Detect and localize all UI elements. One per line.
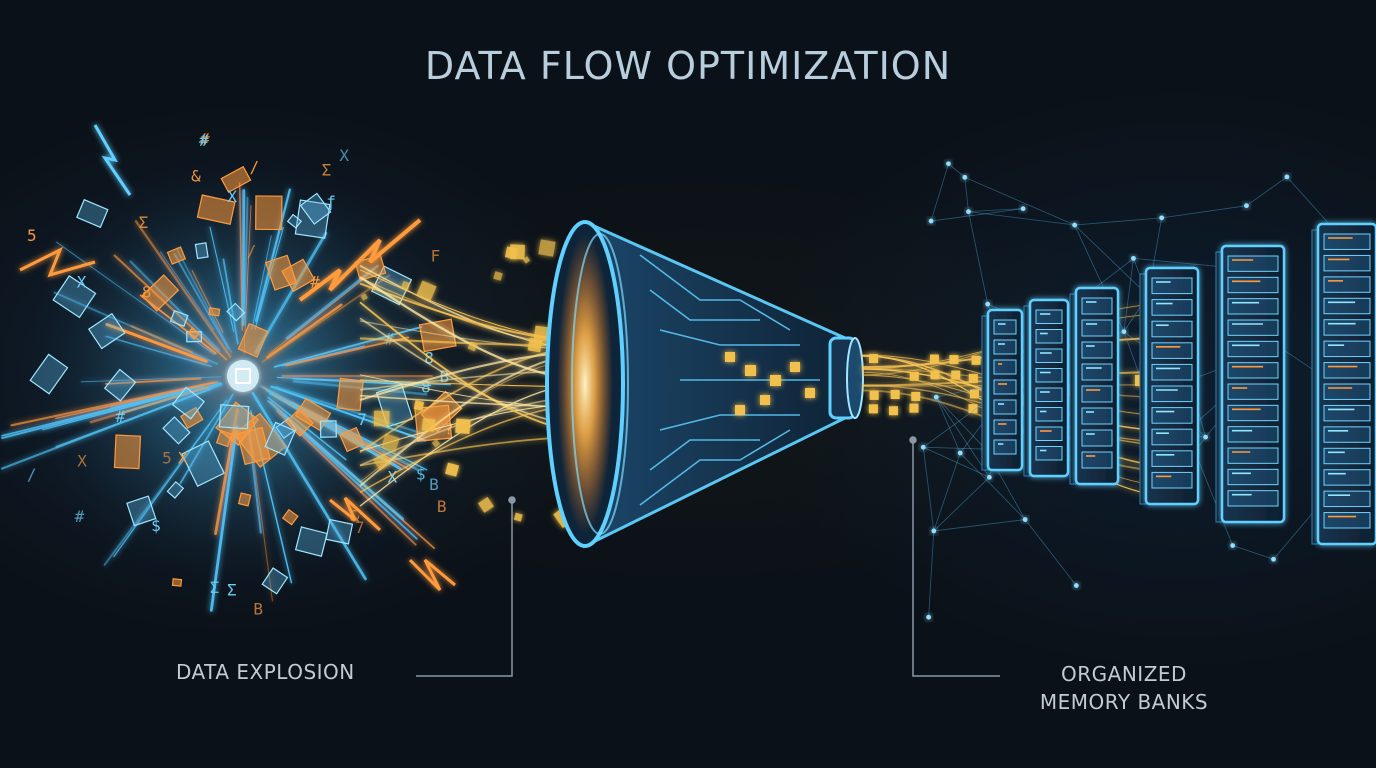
data-explosion-label: DATA EXPLOSION xyxy=(176,660,355,684)
svg-text:#: # xyxy=(75,507,85,526)
svg-text:X: X xyxy=(339,146,349,165)
svg-text:Σ: Σ xyxy=(322,161,332,180)
svg-text:/: / xyxy=(247,242,257,261)
memory-banks-label-line1: ORGANIZED xyxy=(1006,660,1242,688)
svg-text:X: X xyxy=(227,187,237,206)
svg-text:5: 5 xyxy=(27,226,37,245)
svg-text:$: $ xyxy=(151,516,161,535)
svg-text:$: $ xyxy=(416,464,426,483)
svg-text:7: 7 xyxy=(355,518,365,537)
svg-text:Σ: Σ xyxy=(139,213,149,232)
memory-banks-label: ORGANIZED MEMORY BANKS xyxy=(1006,660,1242,716)
svg-text:B: B xyxy=(437,497,447,516)
svg-text:X: X xyxy=(77,452,87,471)
svg-text:7: 7 xyxy=(357,410,367,429)
page-title: DATA FLOW OPTIMIZATION xyxy=(0,44,1376,88)
svg-text:#: # xyxy=(115,407,125,426)
svg-text:B: B xyxy=(429,475,439,494)
memory-bank-server-icon xyxy=(982,224,1376,544)
svg-text:#: # xyxy=(199,131,209,150)
svg-text:/: / xyxy=(27,465,37,484)
svg-text:X: X xyxy=(178,448,188,467)
svg-text:5: 5 xyxy=(162,449,172,468)
callout-leader-left xyxy=(416,497,515,676)
svg-text:F: F xyxy=(431,247,441,266)
optimization-funnel-icon xyxy=(547,222,863,546)
svg-text:B: B xyxy=(253,599,263,618)
svg-text:&: & xyxy=(191,167,201,186)
memory-banks-label-line2: MEMORY BANKS xyxy=(1006,688,1242,716)
svg-text:/: / xyxy=(249,157,259,176)
svg-text:8: 8 xyxy=(142,282,152,301)
svg-text:Σ: Σ xyxy=(227,580,237,599)
svg-text:X: X xyxy=(77,273,87,292)
svg-text:ƒ: ƒ xyxy=(326,193,336,212)
svg-text:Σ: Σ xyxy=(210,578,220,597)
